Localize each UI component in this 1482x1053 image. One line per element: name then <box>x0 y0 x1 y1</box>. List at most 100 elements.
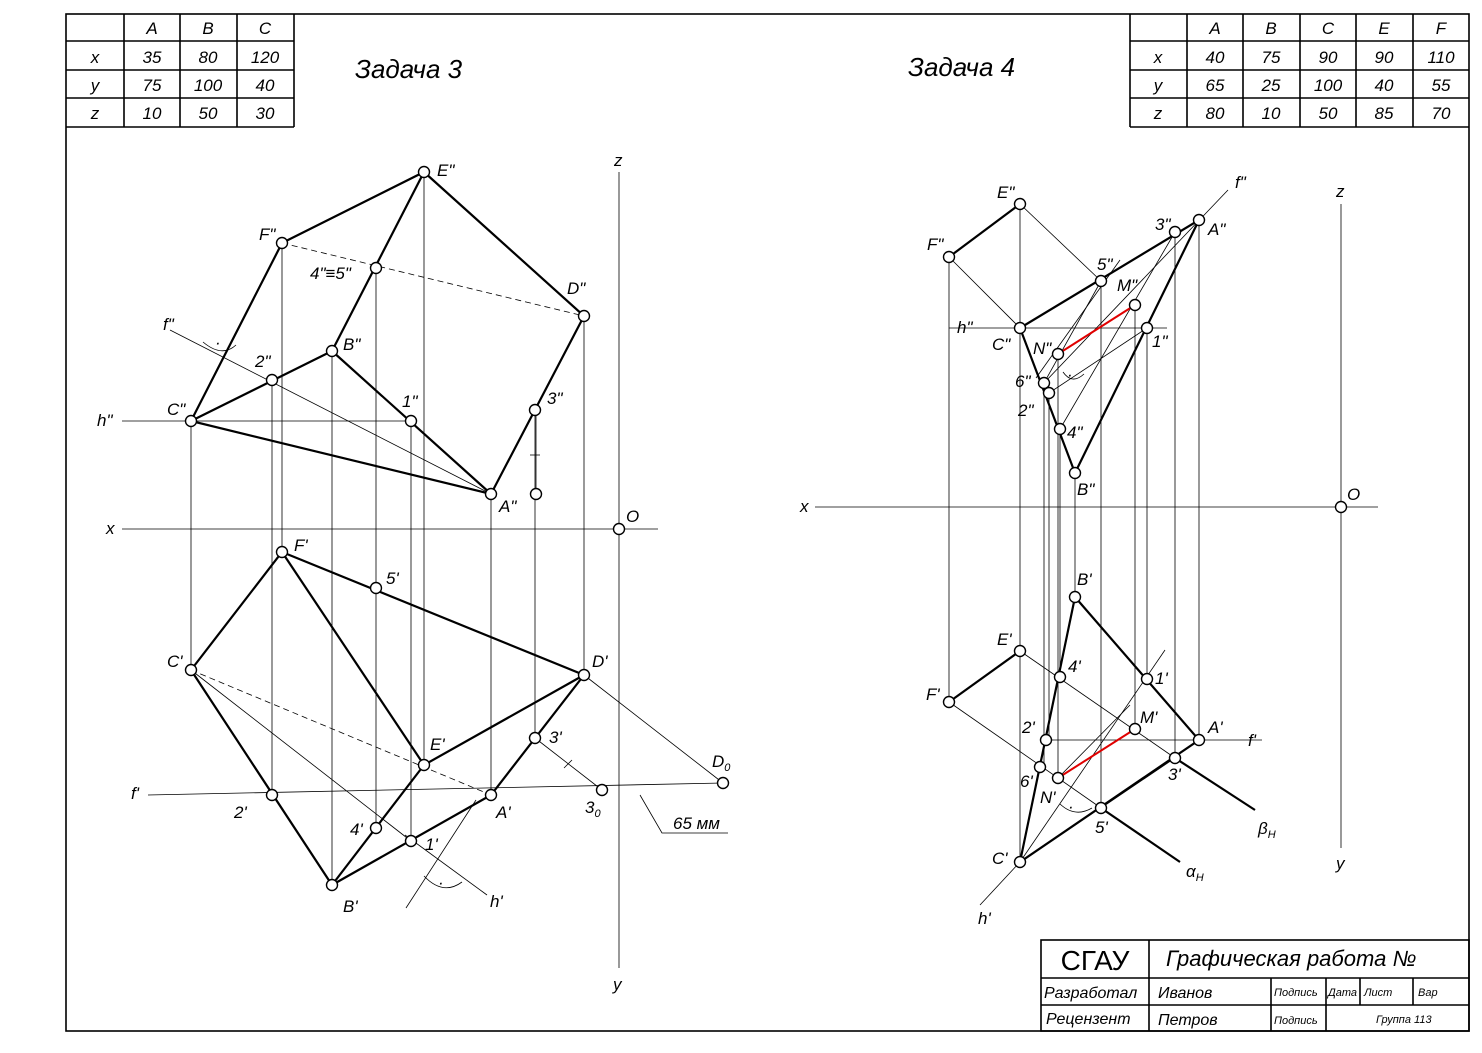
task4-point-5-2 <box>1094 274 1108 288</box>
task3-cell: 75 <box>143 76 162 95</box>
task4-cell: 40 <box>1375 76 1394 95</box>
task4-header-b: B <box>1265 19 1276 38</box>
task4-point-c1 <box>1013 855 1027 869</box>
task4-point-3-2 <box>1168 225 1182 239</box>
task4-right-angle-dot-front: · <box>1067 365 1073 384</box>
title-block-org: СГАУ <box>1061 945 1130 976</box>
task3-row-x-label: x <box>90 48 100 67</box>
task3-label-y: y <box>612 975 623 994</box>
task4-cell: 90 <box>1319 48 1338 67</box>
task4-label-beta-h: βH <box>1257 819 1276 841</box>
task3-right-angle-dot-front: · <box>215 333 221 352</box>
task3-point-45-2 <box>369 261 383 275</box>
task3-label-4-1: 4' <box>350 820 363 839</box>
task4-point-2-2 <box>1042 386 1056 400</box>
task4-point-5-1 <box>1094 801 1108 815</box>
task3-label-o: O <box>626 507 639 526</box>
task3-origin <box>612 522 626 536</box>
task4-label-m1: M' <box>1140 708 1158 727</box>
task4-label-b1: B' <box>1077 570 1092 589</box>
task3-cell: 50 <box>199 104 218 123</box>
task4-label-5-2: 5" <box>1097 255 1113 274</box>
task3-label-f2: F" <box>259 225 276 244</box>
task3-point-2-2 <box>265 373 279 387</box>
task4-label-f1: F' <box>926 685 940 704</box>
title-block: СГАУ Графическая работа № Разработал Ива… <box>1040 939 1470 1032</box>
task4-point-6-1 <box>1033 760 1047 774</box>
task3-label-h-front: h" <box>97 411 113 430</box>
task3-point-4-1 <box>369 821 383 835</box>
task3-label-3-2: 3" <box>547 389 563 408</box>
task4-cell: 70 <box>1432 104 1451 123</box>
outer-frame <box>65 13 1470 1032</box>
task4-label-c1: C' <box>992 849 1008 868</box>
task4-header-f: F <box>1436 19 1448 38</box>
task3-cell: 10 <box>143 104 162 123</box>
task3-label-d2: D" <box>567 279 586 298</box>
task3-label-h-horiz: h' <box>490 892 503 911</box>
task3-label-c2: C" <box>167 400 186 419</box>
task4-point-a2 <box>1192 213 1206 227</box>
task3-label-d0: D0 <box>712 752 731 774</box>
task4-label-a1: A' <box>1207 718 1223 737</box>
task4-row-y-label: y <box>1153 76 1164 95</box>
task4-point-m2 <box>1128 298 1142 312</box>
title-block-sheet: Лист <box>1363 987 1392 999</box>
task3-label-f1: F' <box>294 536 308 555</box>
task4-label-3-1: 3' <box>1168 765 1181 784</box>
task4-cell: 80 <box>1206 104 1225 123</box>
task4-cell: 100 <box>1314 76 1343 95</box>
task4-label-3-2: 3" <box>1155 215 1171 234</box>
task3-label-c1: C' <box>167 652 183 671</box>
task4-point-e2 <box>1013 197 1027 211</box>
task4-label-a2: A" <box>1207 220 1226 239</box>
task4-cell: 10 <box>1262 104 1281 123</box>
task3-point-c1 <box>184 663 198 677</box>
task4-point-b1 <box>1068 590 1082 604</box>
task3-table: A B C x 35 80 120 y 75 100 40 z 10 50 30 <box>66 14 295 128</box>
task4-label-4-1: 4' <box>1068 657 1081 676</box>
task3-label-45-2: 4"≡5" <box>310 264 352 283</box>
task4-point-a1 <box>1192 733 1206 747</box>
task3-point-a2 <box>484 487 498 501</box>
task4-row-x-label: x <box>1153 48 1163 67</box>
task4-cell: 25 <box>1261 76 1281 95</box>
task3-cell: 35 <box>143 48 162 67</box>
task4-title: Задача 4 <box>908 52 1015 82</box>
task3-label-3-0: 30 <box>585 798 601 820</box>
task3-point-1-1 <box>404 834 418 848</box>
task3-point-d0 <box>716 776 730 790</box>
task3-point-1-2 <box>404 414 418 428</box>
task4-label-f2: F" <box>927 235 944 254</box>
task4-cell: 50 <box>1319 104 1338 123</box>
task4-label-h-horiz: h' <box>978 909 991 928</box>
task4-point-f1 <box>942 695 956 709</box>
task4-cell: 55 <box>1432 76 1451 95</box>
task3-label-f-horiz: f' <box>131 784 140 803</box>
task4-header-a: A <box>1208 19 1220 38</box>
title-block-developer: Иванов <box>1158 985 1212 1002</box>
task3-label-a1: A' <box>495 803 511 822</box>
title-block-role-reviewer: Рецензент <box>1046 1011 1131 1028</box>
task3-point-b2 <box>325 344 339 358</box>
task4-label-1-2: 1" <box>1152 332 1168 351</box>
task4-row-z-label: z <box>1153 104 1163 123</box>
task4-cell: 110 <box>1427 48 1455 67</box>
task3-dimension-label: 65 мм <box>673 814 720 833</box>
task3-label-b1: B' <box>343 897 358 916</box>
task4-drawing: z x y O f" E" 3" A" F" 5" M" h" C" N" 1"… <box>799 173 1378 928</box>
task3-point-e2 <box>417 165 431 179</box>
task4-label-n2: N" <box>1033 339 1052 358</box>
task3-point-e1 <box>417 758 431 772</box>
task4-point-2-1 <box>1039 733 1053 747</box>
task4-label-6-2: 6" <box>1015 372 1031 391</box>
title-block-sign2: Подпись <box>1274 1015 1318 1027</box>
task3-label-2-1: 2' <box>233 803 247 822</box>
task4-point-b2 <box>1068 466 1082 480</box>
title-block-group: Группа 113 <box>1376 1014 1432 1026</box>
task3-right-angle-dot-horiz: · <box>438 873 444 892</box>
task4-label-alpha-h: αH <box>1186 862 1204 884</box>
task4-label-b2: B" <box>1077 480 1095 499</box>
task4-point-m1 <box>1128 722 1142 736</box>
